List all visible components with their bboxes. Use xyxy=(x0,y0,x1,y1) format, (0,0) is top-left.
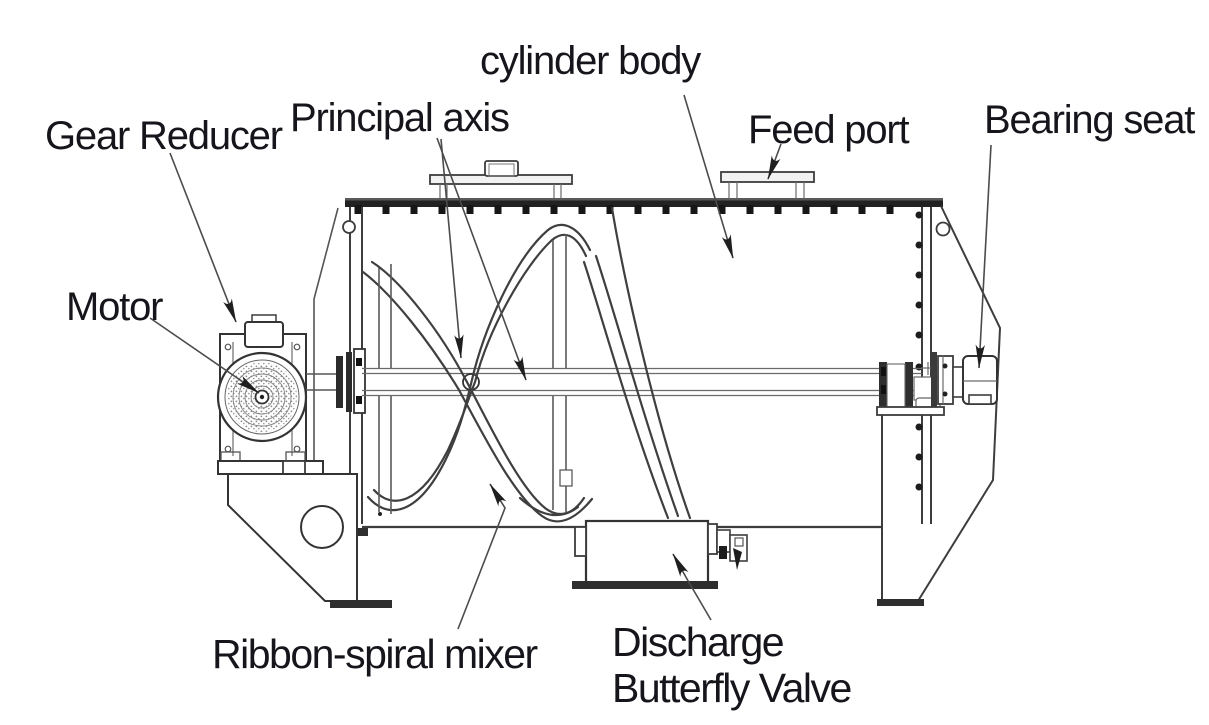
label-bearing-seat: Bearing seat xyxy=(984,98,1195,142)
port-cap xyxy=(484,160,519,177)
left-lifting-hole xyxy=(342,220,356,234)
bearing-seat-leader xyxy=(975,144,992,369)
gear-reducer-leader xyxy=(169,152,237,323)
leader-lines xyxy=(149,94,992,630)
top-rail xyxy=(345,200,943,207)
label-butterfly-valve: Butterfly Valve xyxy=(612,665,851,711)
cylinder-body-leader xyxy=(683,94,734,259)
feed-port-shape xyxy=(720,171,815,199)
left-access-port xyxy=(429,160,573,198)
gear-reducer-shape xyxy=(244,314,284,348)
pedestal-hole xyxy=(300,505,344,549)
pedestal-foot xyxy=(330,600,392,608)
label-ribbon-spiral-mixer: Ribbon-spiral mixer xyxy=(212,631,538,677)
ribbon-spokes xyxy=(378,234,573,516)
label-feed-port: Feed port xyxy=(748,108,909,152)
label-cylinder-body: cylinder body xyxy=(480,39,701,83)
label-motor: Motor xyxy=(66,285,163,329)
right-support-leg xyxy=(881,415,918,602)
bearing-shelf xyxy=(876,406,945,416)
ribbon-spiral-shape xyxy=(361,206,692,523)
ribbon-spiral-mixer-leader xyxy=(457,483,507,630)
top-rail-highlight xyxy=(345,198,943,201)
valve-actuator xyxy=(716,529,748,570)
discharge-base-bar xyxy=(572,581,718,589)
labels: Gear Reducer Motor Principal axis cylind… xyxy=(45,39,1196,711)
left-support-pedestal xyxy=(217,460,392,608)
motor-leader xyxy=(149,317,260,394)
motor-fan-face xyxy=(216,351,308,443)
principal-axis-leader-a xyxy=(440,138,464,359)
bearing-flange-plate xyxy=(937,355,954,405)
discharge-valve-leader xyxy=(672,553,712,621)
motor-shaft-stub xyxy=(306,373,336,391)
right-lifting-hole xyxy=(935,221,951,237)
rail-bolts xyxy=(354,205,894,214)
motor-base-plate xyxy=(217,460,324,475)
label-principal-axis: Principal axis xyxy=(290,96,509,140)
discharge-box xyxy=(584,519,710,585)
port-cap-inner xyxy=(488,163,515,177)
left-end-plate-edge xyxy=(313,207,339,461)
principal-axis-shaft xyxy=(362,367,922,397)
bearing-seat-assembly xyxy=(876,352,998,606)
drive-coupling xyxy=(336,348,366,414)
right-end-plate-edge xyxy=(917,205,1002,602)
motor-assembly xyxy=(216,314,366,465)
feed-port-leader xyxy=(767,143,782,180)
discharge-butterfly-valve-shape xyxy=(572,519,748,589)
principal-axis-leader-b xyxy=(436,137,527,381)
label-discharge: Discharge xyxy=(612,619,783,665)
label-gear-reducer: Gear Reducer xyxy=(45,114,283,158)
right-leg-foot xyxy=(877,599,924,606)
